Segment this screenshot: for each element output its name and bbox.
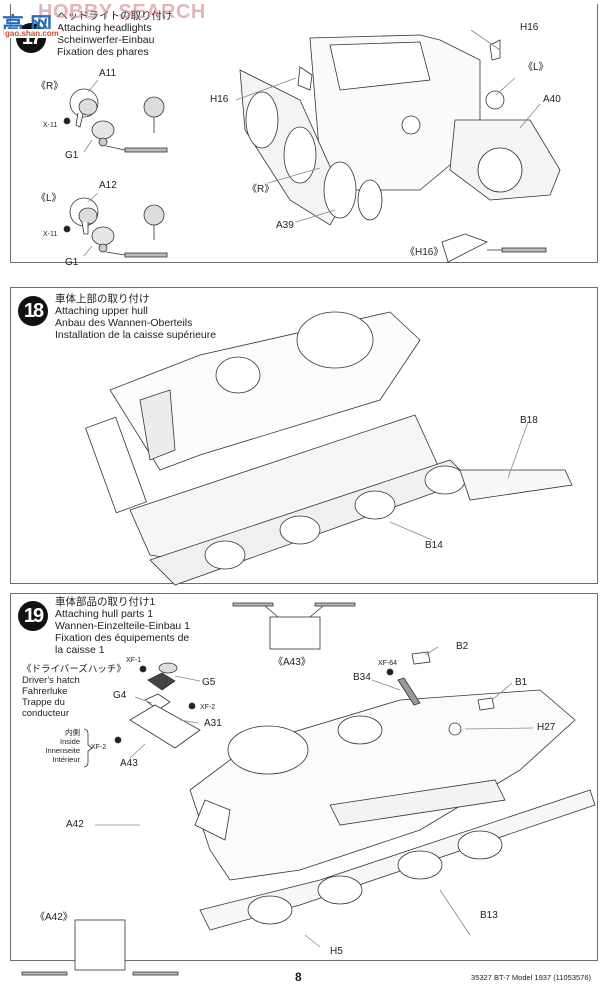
label-h16-top: H16 (520, 22, 539, 33)
label-xf64: XF-64 (378, 660, 398, 667)
step-18-illustration (85, 311, 573, 586)
label-a31: A31 (204, 718, 222, 729)
label-a40: A40 (543, 94, 561, 105)
page-number: 8 (295, 970, 302, 984)
label-b1: B1 (515, 677, 528, 688)
label-a42-detail: 《A42》 (35, 912, 73, 923)
headlight-l-diagram (63, 192, 168, 258)
step-19-title-fr-2: la caisse 1 (55, 644, 105, 656)
drivers-hatch-jp: 《ドライバーズハッチ》 (22, 664, 126, 675)
product-code: 35327 BT-7 Model 1937 (11053576) (471, 973, 591, 982)
hull-rear-diagram (235, 29, 561, 263)
label-b2: B2 (456, 641, 469, 652)
drivers-hatch-en: Driver's hatch (22, 675, 80, 686)
inside-note-de: Innenseite (45, 746, 80, 755)
step-17-title-de: Scheinwerfer-Einbau (57, 34, 155, 46)
step-17-title-jp: ヘッドライトの取り付け (57, 10, 173, 22)
label-a39: A39 (276, 220, 294, 231)
step-18-titles: 車体上部の取り付け Attaching upper hull Anbau des… (55, 293, 216, 341)
watermark-url: gao.shan.com (4, 29, 60, 38)
step-18-badge: 18 (18, 296, 48, 326)
drivers-hatch-de: Fahrerluke (22, 686, 68, 697)
watermark-brand: HOBBY SEARCH (38, 1, 206, 23)
step-19-badge: 19 (18, 601, 48, 631)
inside-note-jp: 内側 (65, 728, 80, 737)
step-19-titles: 車体部品の取り付け1 Attaching hull parts 1 Wannen… (55, 596, 190, 656)
step-19-title-fr-1: Fixation des équipements de (55, 632, 190, 644)
label-a43: A43 (120, 758, 138, 769)
watermark: HOBBY SEARCH 高 网 gao.shan.com (0, 0, 205, 38)
label-g1-bottom: G1 (65, 257, 79, 268)
drivers-hatch-fr-1: Trappe du (22, 697, 65, 708)
drivers-hatch-fr-2: conducteur (22, 708, 70, 719)
label-h27: H27 (537, 722, 556, 733)
label-r-variant: 《R》 (36, 81, 64, 92)
label-l-variant: 《L》 (36, 193, 62, 204)
label-g1-top: G1 (65, 150, 79, 161)
step-18-title-en: Attaching upper hull (55, 305, 148, 317)
label-x11-top: X-11 (43, 122, 58, 129)
label-b18: B18 (520, 415, 538, 426)
step-19-title-de: Wannen-Einzelteile-Einbau 1 (55, 620, 191, 632)
step-18-title-jp: 車体上部の取り付け (55, 293, 150, 305)
label-r-callout: 《R》 (247, 184, 275, 195)
step-19-title-en: Attaching hull parts 1 (55, 608, 154, 620)
label-g4: G4 (113, 690, 127, 701)
label-xf2-right: XF-2 (200, 704, 216, 711)
label-g5: G5 (202, 677, 216, 688)
inside-note: 内側 Inside Innenseite Intérieur (30, 728, 80, 764)
label-h5: H5 (330, 946, 343, 957)
drivers-hatch-caption: 《ドライバーズハッチ》 Driver's hatch Fahrerluke Tr… (22, 664, 126, 719)
label-b34: B34 (353, 672, 371, 683)
step-19-title-jp: 車体部品の取り付け1 (55, 596, 156, 608)
step-17-titles: ヘッドライトの取り付け Attaching headlights Scheinw… (57, 10, 173, 58)
label-xf2-left: XF-2 (91, 744, 107, 751)
inside-note-en: Inside (59, 737, 80, 746)
label-xf1: XF-1 (126, 657, 142, 664)
label-a11: A11 (99, 68, 117, 79)
label-x11-bottom: X-11 (43, 231, 58, 238)
label-h16-detail: 《H16》 (405, 247, 444, 258)
label-a43-detail: 《A43》 (273, 657, 311, 668)
step-17-title-en: Attaching headlights (57, 22, 152, 34)
step-18-title-de: Anbau des Wannen-Oberteils (55, 317, 193, 329)
step-17-title-fr: Fixation des phares (57, 46, 149, 58)
label-a42: A42 (66, 819, 84, 830)
inside-note-fr: Intérieur (52, 755, 80, 764)
label-a12: A12 (99, 180, 117, 191)
step-17-illustration (63, 29, 561, 263)
label-l-callout: 《L》 (523, 62, 549, 73)
headlight-r-diagram (63, 79, 168, 153)
label-b14: B14 (425, 540, 443, 551)
label-h16-left: H16 (210, 94, 229, 105)
step-18-title-fr: Installation de la caisse supérieure (55, 329, 217, 341)
label-b13: B13 (480, 910, 498, 921)
